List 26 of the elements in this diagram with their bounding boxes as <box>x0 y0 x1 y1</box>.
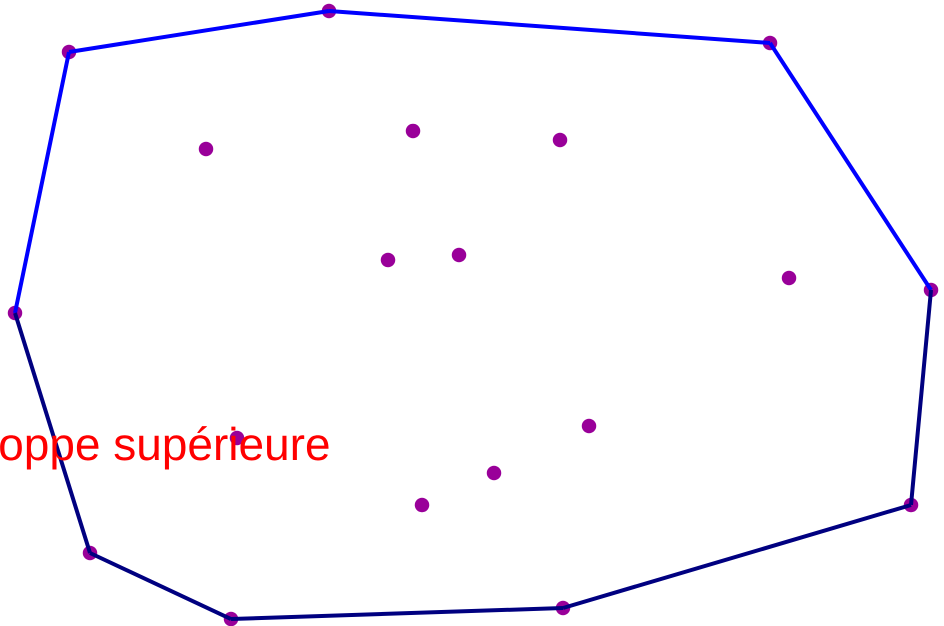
point-dot <box>762 36 778 50</box>
hull-line <box>909 290 933 506</box>
point-dot <box>552 132 568 148</box>
point-dot <box>556 600 570 616</box>
point-dot <box>406 124 420 138</box>
hull-line <box>89 551 232 621</box>
point-dot <box>380 252 396 268</box>
hull-line <box>328 9 770 45</box>
point-dot <box>82 546 98 560</box>
point-dot <box>904 498 918 512</box>
point-dot <box>452 248 466 262</box>
point-dot <box>782 270 796 286</box>
point-dot <box>62 44 76 60</box>
point-dot <box>230 430 244 446</box>
point-dot <box>414 498 430 512</box>
point-dot <box>8 306 22 320</box>
point-dot <box>486 466 502 480</box>
hull-line <box>13 52 71 314</box>
point-dot <box>198 142 214 156</box>
point-dot <box>924 282 938 298</box>
hull-line <box>562 503 912 610</box>
point-dot <box>322 4 336 18</box>
hull-line <box>68 9 330 54</box>
point-dot <box>582 418 596 434</box>
hull-line <box>230 606 564 621</box>
hull-line <box>768 42 933 292</box>
